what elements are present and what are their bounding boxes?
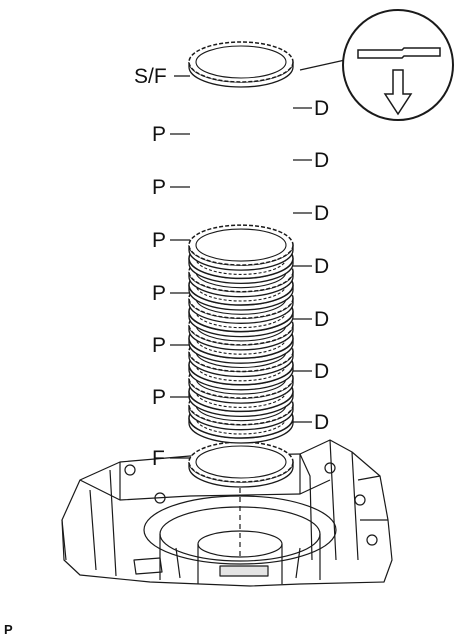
label-f: F: [152, 447, 165, 470]
label-d: D: [314, 308, 330, 331]
label-p: P: [152, 229, 167, 252]
flange-plate: [188, 441, 294, 488]
label-d: D: [314, 202, 330, 225]
clutch-pack-stack: [188, 41, 294, 488]
label-d: D: [314, 411, 330, 434]
label-p: P: [152, 282, 167, 305]
label-p: P: [152, 176, 167, 199]
direction-arrow-icon: [383, 69, 413, 116]
label-sf: S/F: [134, 65, 167, 88]
transmission-case: [61, 439, 393, 587]
label-p: P: [152, 123, 167, 146]
label-d: D: [314, 360, 330, 383]
label-leader-lines: [170, 75, 312, 459]
plate-cross-section-icon: [357, 47, 441, 59]
label-p: P: [152, 386, 167, 409]
label-d: D: [314, 255, 330, 278]
label-d: D: [314, 149, 330, 172]
corner-code: P: [4, 622, 13, 637]
label-d: D: [314, 97, 330, 120]
label-p: P: [152, 334, 167, 357]
snap-flange-plate: [188, 41, 294, 88]
detail-inset: [299, 9, 454, 121]
separator-plate: [188, 224, 294, 271]
